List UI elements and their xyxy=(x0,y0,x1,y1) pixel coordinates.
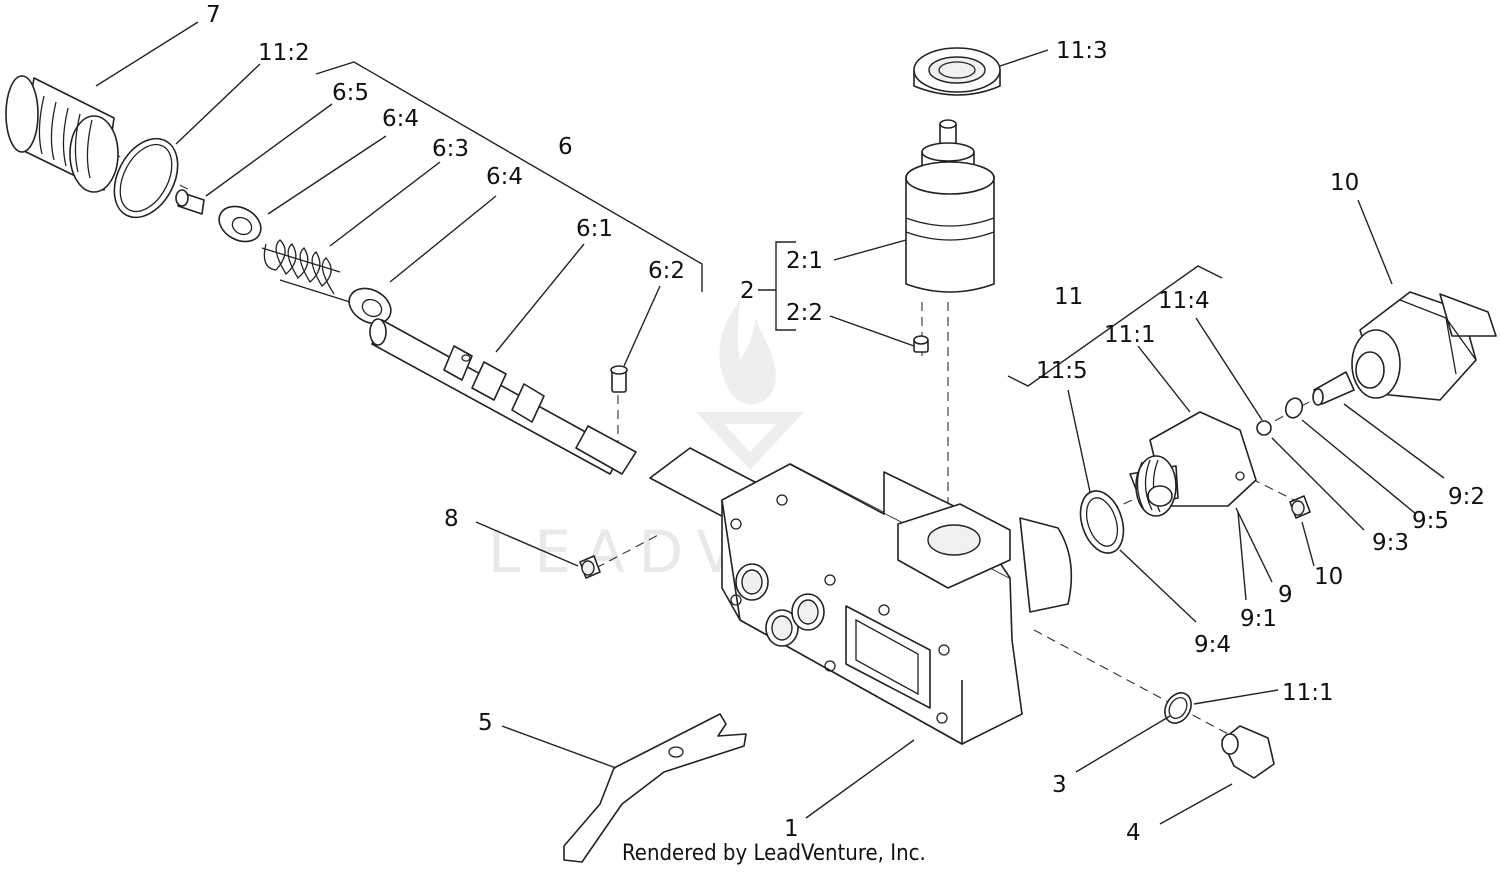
label-1: 1 xyxy=(784,816,799,842)
label-7: 7 xyxy=(206,2,221,28)
label-11-2: 11:2 xyxy=(258,40,310,66)
part-6-1-spool xyxy=(369,318,637,475)
label-2-2: 2:2 xyxy=(786,300,823,326)
brackets xyxy=(315,61,1223,387)
label-6-4-a: 6:4 xyxy=(382,106,419,132)
label-6-2: 6:2 xyxy=(648,258,685,284)
part-9-3-poppet xyxy=(1312,371,1355,406)
part-9-1-fitting xyxy=(1129,411,1257,517)
label-9-5: 9:5 xyxy=(1412,508,1449,534)
label-6: 6 xyxy=(558,134,573,160)
label-11: 11 xyxy=(1054,284,1083,310)
label-5: 5 xyxy=(478,710,493,736)
part-6-4-washer-b xyxy=(348,287,392,325)
part-7-cap xyxy=(5,75,119,193)
part-10-sensor xyxy=(1351,291,1497,401)
label-9-4: 9:4 xyxy=(1194,632,1231,658)
label-11-1-a: 11:1 xyxy=(1104,322,1156,348)
credit-text: Rendered by LeadVenture, Inc. xyxy=(622,841,926,866)
part-1-valve-body xyxy=(649,447,1073,745)
label-10-a: 10 xyxy=(1330,170,1359,196)
label-3: 3 xyxy=(1052,772,1067,798)
part-2-2-screw xyxy=(913,335,929,353)
label-11-5: 11:5 xyxy=(1036,358,1088,384)
label-6-4-b: 6:4 xyxy=(486,164,523,190)
part-8-plug xyxy=(579,555,601,579)
part-2-1-valve xyxy=(905,119,995,293)
label-9-2: 9:2 xyxy=(1448,484,1485,510)
watermark-v-icon xyxy=(696,412,804,470)
part-6-4-washer-a xyxy=(218,205,262,243)
label-9-1: 9:1 xyxy=(1240,606,1277,632)
label-2: 2 xyxy=(740,278,755,304)
label-4: 4 xyxy=(1126,820,1141,846)
label-9: 9 xyxy=(1278,582,1293,608)
label-6-1: 6:1 xyxy=(576,216,613,242)
part-5-lever xyxy=(563,713,747,863)
label-9-3: 9:3 xyxy=(1372,530,1409,556)
watermark-flame-icon xyxy=(719,300,776,405)
part-3-o-ring xyxy=(1164,692,1192,724)
part-11-4-ball xyxy=(1256,420,1272,436)
label-11-4: 11:4 xyxy=(1158,288,1210,314)
callout-labels: 7 11:2 6:5 6:4 6:3 6 6:4 6:1 6:2 11:3 2:… xyxy=(206,2,1485,846)
label-6-5: 6:5 xyxy=(332,80,369,106)
part-6-5-pin xyxy=(175,189,205,215)
label-6-3: 6:3 xyxy=(432,136,469,162)
part-11-5-o-ring xyxy=(1079,490,1125,554)
part-11-2-o-ring xyxy=(113,137,179,219)
label-11-3: 11:3 xyxy=(1056,38,1108,64)
leader-lines xyxy=(95,21,1445,825)
part-9-5-ring xyxy=(1284,397,1304,419)
label-10-b: 10 xyxy=(1314,564,1343,590)
label-2-1: 2:1 xyxy=(786,248,823,274)
center-lines xyxy=(84,139,1341,736)
part-6-3-spring xyxy=(261,239,351,303)
part-4-plug xyxy=(1221,725,1275,779)
label-11-1-b: 11:1 xyxy=(1282,680,1334,706)
label-8: 8 xyxy=(444,506,459,532)
part-10-screw xyxy=(1289,495,1311,519)
part-11-3-seal xyxy=(913,47,1001,96)
part-6-2-pin xyxy=(610,365,628,393)
